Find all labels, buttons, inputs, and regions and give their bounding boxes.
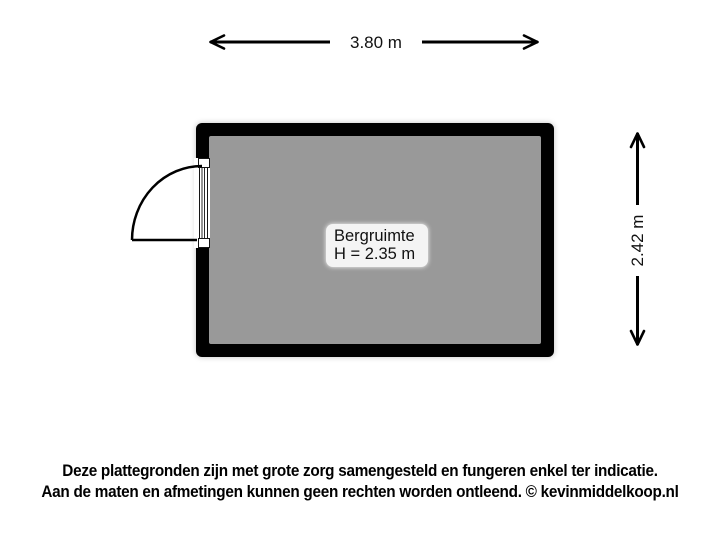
room-ceiling-height: H = 2.35 m [334,245,416,263]
disclaimer-line-1: Deze plattegronden zijn met grote zorg s… [62,461,658,480]
door-frame-cap-bottom [198,238,210,248]
room-label: Bergruimte H = 2.35 m [326,224,428,267]
door-frame-cap-top [198,158,210,168]
door-swing-arc [130,164,203,241]
width-dimension-label: 3.80 m [330,30,422,55]
height-dimension-label: 2.42 m [625,205,650,276]
disclaimer: Deze plattegronden zijn met grote zorg s… [0,460,720,502]
room-name: Bergruimte [334,227,415,245]
door-leaf [199,167,208,239]
disclaimer-line-2: Aan de maten en afmetingen kunnen geen r… [41,482,679,501]
